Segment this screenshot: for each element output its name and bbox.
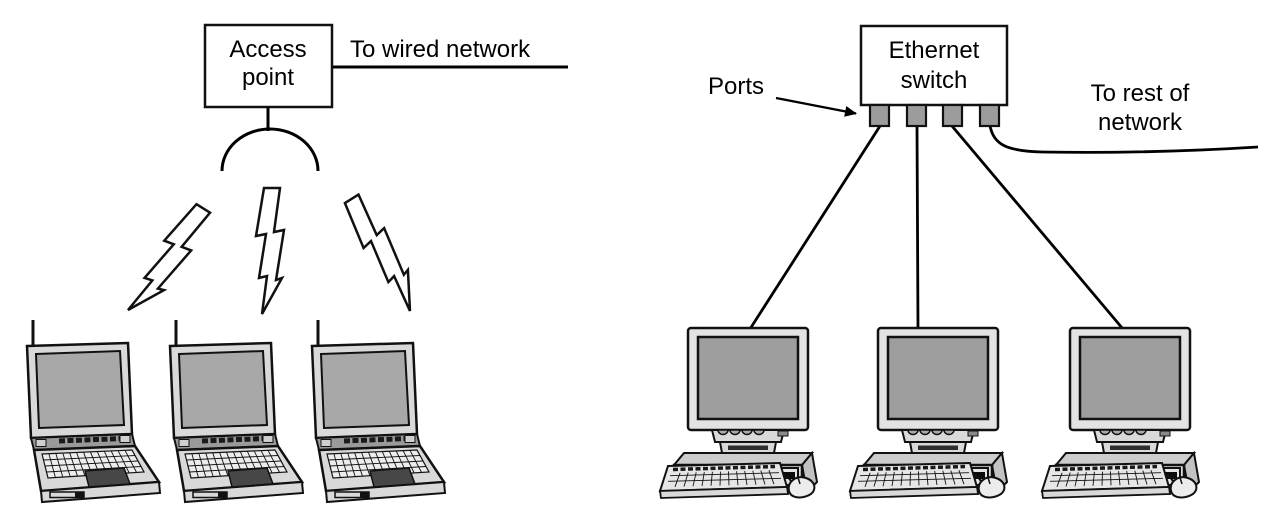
signal-bolt-icon — [121, 198, 215, 323]
signal-bolt-icon — [336, 191, 430, 316]
switch-label-line1: Ethernet — [889, 37, 980, 64]
laptop-icon — [170, 320, 303, 502]
laptop-icon — [312, 320, 445, 502]
antenna-icon — [220, 107, 320, 172]
access-point-label-line2: point — [242, 64, 294, 91]
port-icon — [978, 103, 1001, 128]
port-icon — [905, 103, 928, 128]
access-point-label-line1: Access — [229, 36, 306, 63]
uplink-cable — [988, 125, 1259, 154]
port-icon — [868, 103, 891, 128]
wireless-lan-figure: To wired network Access point — [27, 23, 568, 502]
switch-label-line2: switch — [901, 67, 968, 94]
wired-uplink-label: To wired network — [350, 36, 531, 63]
rest-of-network-label-line2: network — [1098, 109, 1183, 136]
switch-ports — [868, 103, 1001, 128]
ethernet-switch-box — [859, 24, 1009, 107]
rest-of-network-label-line1: To rest of — [1091, 80, 1190, 107]
port-icon — [941, 103, 964, 128]
network-cable — [950, 125, 1125, 330]
desktop-computer-icon — [658, 326, 819, 500]
ports-arrow — [775, 96, 857, 117]
network-cable — [915, 125, 920, 330]
network-cable — [748, 125, 882, 330]
desktop-computer-icon — [848, 326, 1009, 500]
signal-bolt-icon — [254, 186, 286, 316]
ports-label: Ports — [708, 73, 764, 100]
desktop-computer-icon — [1040, 326, 1201, 500]
ethernet-lan-figure: Ethernet switch Ports To rest of network — [658, 24, 1259, 500]
laptop-icon — [27, 320, 160, 502]
